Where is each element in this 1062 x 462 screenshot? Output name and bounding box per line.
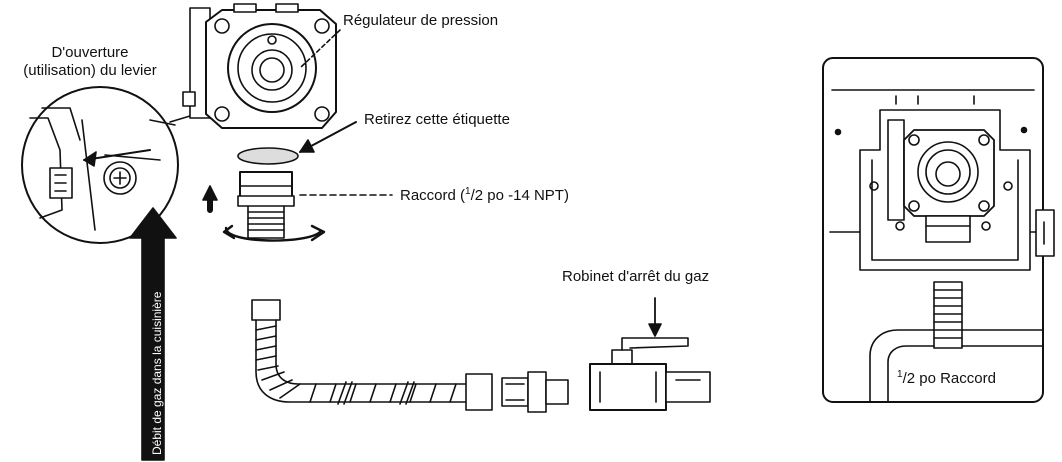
- flexible-hose: [251, 299, 493, 411]
- fitting-label-sup: 1: [465, 186, 471, 197]
- installed-fitting-label: 1/2 po Raccord: [897, 370, 996, 388]
- regulator-leader: [299, 29, 341, 69]
- gas-flow-label: Débit de gaz dans la cuisinière: [150, 291, 164, 455]
- lever-detail-circle: [21, 86, 179, 244]
- lever-label-line2: (utilisation) du levier: [23, 62, 157, 79]
- gas-flow-arrow: [129, 207, 177, 461]
- lever-label: D'ouverture (utilisation) du levier: [2, 44, 178, 80]
- shutoff-valve-label: Robinet d'arrêt du gaz: [562, 268, 710, 285]
- fitting-label: Raccord (1/2 po -14 NPT): [400, 187, 569, 205]
- installed-fitting-sup: 1: [897, 369, 903, 380]
- adapter-fitting: [501, 371, 569, 413]
- regulator-label: Régulateur de pression: [343, 12, 499, 29]
- fitting-label-suffix: /2 po -14 NPT): [470, 187, 569, 204]
- installed-fitting-suffix: /2 po Raccord: [902, 370, 996, 387]
- pressure-regulator: [182, 3, 337, 129]
- fitting: [222, 171, 326, 242]
- fitting-label-prefix: Raccord (: [400, 187, 466, 204]
- label-sticker: [237, 147, 299, 165]
- installed-view-panel: [822, 57, 1055, 403]
- shutoff-valve: [589, 337, 711, 411]
- lever-label-line1: D'ouverture: [51, 44, 129, 61]
- remove-sticker-label: Retirez cette étiquette: [364, 111, 510, 128]
